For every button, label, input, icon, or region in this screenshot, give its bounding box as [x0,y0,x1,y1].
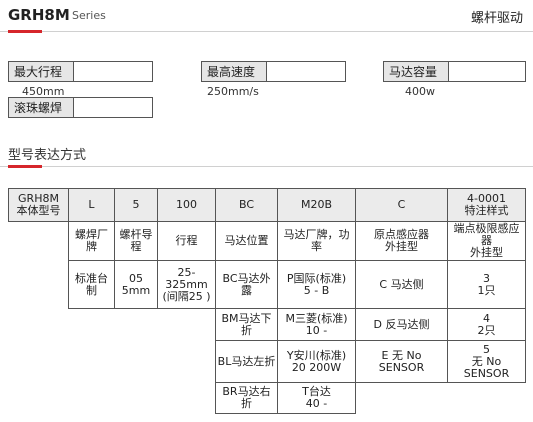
series-label: Series [72,9,106,22]
table-cell: P国际(标准) 5 - B [277,260,356,309]
max-stroke-box [73,61,153,82]
table-cell: T台达 40 - [277,382,356,414]
table-header-cell: L [68,188,115,222]
table-header-cell: 5 [114,188,158,222]
table-header-cell: BC [215,188,278,222]
table-cell: BM马达下 折 [215,308,278,341]
ball-screw-box [73,97,153,118]
table-header-cell: 4-0001 特注样式 [447,188,526,222]
section-title: 型号表达方式 [8,148,87,163]
table-cell: C 马达侧 [355,260,448,309]
model-title: GRH8M [8,6,70,24]
motor-capacity-box [448,61,526,82]
table-label-cell: 螺焊厂 牌 [68,221,115,261]
table-cell: 05 5mm [114,260,158,309]
table-cell: BL马达左折 [215,340,278,383]
table-cell: E 无 No SENSOR [355,340,448,383]
table-cell: D 反马达侧 [355,308,448,341]
table-label-cell: 原点感应器 外挂型 [355,221,448,261]
table-label-cell: 螺杆导 程 [114,221,158,261]
header-divider [0,31,533,32]
table-cell: 标准台 制 [68,260,115,309]
max-speed-value: 250mm/s [207,85,259,98]
table-label-cell: 端点极限感应 器 外挂型 [447,221,526,261]
max-speed-label: 最高速度 [201,61,267,82]
table-cell: M三菱(标准) 10 - [277,308,356,341]
ball-screw-label: 滚珠螺焊 [8,97,74,118]
section-accent-bar [8,165,42,168]
table-header-cell: GRH8M 本体型号 [8,188,69,222]
table-cell: 4 2只 [447,308,526,341]
table-label-cell: 马达位置 [215,221,278,261]
category-label: 螺杆驱动 [470,11,523,26]
table-cell: 3 1只 [447,260,526,309]
table-cell: Y安川(标准) 20 200W [277,340,356,383]
section-divider [0,166,533,167]
table-header-cell: C [355,188,448,222]
table-header-cell: M20B [277,188,356,222]
table-cell: 5 无 No SENSOR [447,340,526,383]
motor-capacity-value: 400w [405,85,435,98]
header-accent-bar [8,30,42,33]
table-header-cell: 100 [157,188,216,222]
max-stroke-value: 450mm [22,85,65,98]
max-stroke-label: 最大行程 [8,61,74,82]
table-cell: BC马达外 露 [215,260,278,309]
motor-capacity-label: 马达容量 [383,61,449,82]
table-cell: 25- 325mm (间隔25 ) [157,260,216,309]
table-cell: BR马达右 折 [215,382,278,414]
table-label-cell: 马达厂牌，功 率 [277,221,356,261]
table-label-cell: 行程 [157,221,216,261]
max-speed-box [266,61,346,82]
